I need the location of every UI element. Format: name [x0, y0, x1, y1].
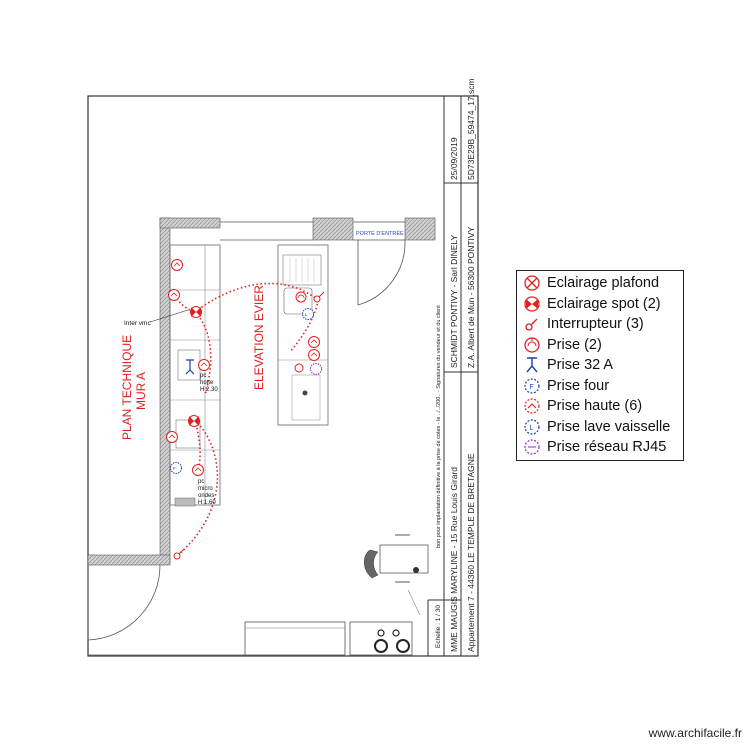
client-name: MME MAUGIS MARYLINE - 15 Rue Louis Girar… — [449, 467, 459, 652]
pc-hotte-line3: H:2.30 — [200, 387, 218, 393]
interrupteur-icon — [313, 291, 325, 303]
interrupteur-icon — [173, 548, 185, 560]
legend-item-eclairage-plafond: Eclairage plafond — [517, 273, 683, 294]
prise-32a-icon — [526, 357, 538, 373]
prise-lave-vaisselle-icon: L — [302, 308, 314, 320]
legend-item-prise-haute: Prise haute (6) — [517, 396, 683, 417]
legend-label: Prise (2) — [547, 336, 602, 353]
prise-four-icon: F — [524, 378, 540, 394]
pc-hotte-line2: hotte — [200, 380, 214, 386]
legend-label: Prise lave vaisselle — [547, 418, 671, 435]
kitchen-units-wall-a — [169, 244, 221, 507]
plan-symbols: F L — [166, 259, 325, 560]
prise-32a-icon — [185, 359, 195, 375]
inter-vmc-label: Inter vmc — [124, 320, 151, 327]
prise-haute-icon — [308, 336, 320, 348]
legend-item-prise-four: F Prise four — [517, 376, 683, 397]
legend-item-prise-lave-vaisselle: L Prise lave vaisselle — [517, 417, 683, 438]
svg-text:F: F — [530, 384, 534, 391]
dining-area — [364, 534, 429, 616]
prise-haute-icon — [166, 431, 178, 443]
plan-technique-title-line1: PLAN TECHNIQUE — [120, 335, 134, 440]
eclairage-spot-icon — [524, 296, 540, 312]
pc-micro-line3: ondes — [198, 493, 214, 499]
plan-technique-title-line2: MUR A — [134, 372, 148, 410]
elevation-evier-title: ELEVATION EVIER — [252, 285, 266, 390]
plan-labels: PLAN TECHNIQUE MUR A ELEVATION EVIER Int… — [120, 285, 266, 506]
pc-micro-line2: micro — [198, 486, 213, 492]
pc-micro-line4: H:1.60 — [198, 500, 216, 506]
plan-reference: 5D73E29B_59474_17.scm — [466, 78, 476, 180]
legend-label: Prise haute (6) — [547, 398, 643, 415]
pc-micro-line1: pc — [198, 479, 204, 485]
prise-haute-icon — [308, 349, 320, 361]
prise-haute-icon — [171, 259, 183, 271]
interrupteur-icon — [525, 318, 538, 331]
entrance-door: PORTE D'ENTRÉE — [356, 230, 406, 306]
prise-lave-vaisselle-icon: L — [524, 419, 540, 435]
prise-four-icon: F — [170, 462, 182, 474]
prise-haute-icon — [524, 398, 540, 414]
prise-icon — [524, 337, 540, 353]
prise-icon — [294, 363, 304, 373]
side-door — [87, 564, 245, 656]
title-block: 25/09/2019 5D73E29B_59474_17.scm bon pou… — [427, 78, 478, 656]
client-address: Appartement 7 - 44360 LE TEMPLE DE BRETA… — [466, 453, 476, 652]
legend-item-prise: Prise (2) — [517, 335, 683, 356]
plan-date: 25/09/2019 — [449, 137, 459, 180]
legend: Eclairage plafond Eclairage spot (2) Int… — [516, 270, 684, 461]
eclairage-spot-icon — [188, 415, 200, 427]
prise-haute-icon — [198, 359, 210, 371]
legend-label: Prise 32 A — [547, 357, 614, 374]
company-address: Z.A. Albert de Mun - 56300 PONTIVY — [466, 226, 476, 368]
prise-icon — [295, 291, 307, 303]
signature-note: bon pour implantation définitive à la pr… — [436, 305, 442, 548]
legend-label: Eclairage spot (2) — [547, 295, 661, 312]
walls — [87, 217, 436, 566]
prise-reseau-icon — [310, 363, 322, 375]
legend-label: Eclairage plafond — [547, 275, 660, 292]
svg-text:L: L — [305, 312, 308, 317]
pc-hotte-line1: pc — [200, 373, 206, 379]
prise-haute-icon — [192, 464, 204, 476]
archifacile-link[interactable]: www.archifacile.fr — [648, 726, 742, 740]
kitchen-units-sink — [277, 244, 329, 426]
eclairage-spot-icon — [190, 306, 202, 318]
legend-item-prise-reseau: Prise réseau RJ45 — [517, 437, 683, 458]
door-label: PORTE D'ENTRÉE — [356, 230, 404, 237]
legend-label: Interrupteur (3) — [547, 316, 644, 333]
legend-label: Prise réseau RJ45 — [547, 439, 667, 456]
legend-item-prise-32a: Prise 32 A — [517, 355, 683, 376]
company-name: SCHMIDT PONTIVY - Sarl DINELY — [449, 234, 459, 368]
legend-label: Prise four — [547, 377, 610, 394]
svg-text:L: L — [530, 425, 534, 432]
eclairage-plafond-icon — [524, 275, 540, 291]
legend-item-eclairage-spot: Eclairage spot (2) — [517, 294, 683, 315]
prise-reseau-icon — [524, 439, 540, 455]
legend-item-interrupteur: Interrupteur (3) — [517, 314, 683, 335]
svg-text:F: F — [173, 466, 176, 471]
plan-scale: Echelle : 1 / 30 — [435, 605, 442, 648]
bottom-units — [244, 621, 413, 656]
prise-haute-icon — [168, 289, 180, 301]
sheet-border — [87, 95, 479, 657]
